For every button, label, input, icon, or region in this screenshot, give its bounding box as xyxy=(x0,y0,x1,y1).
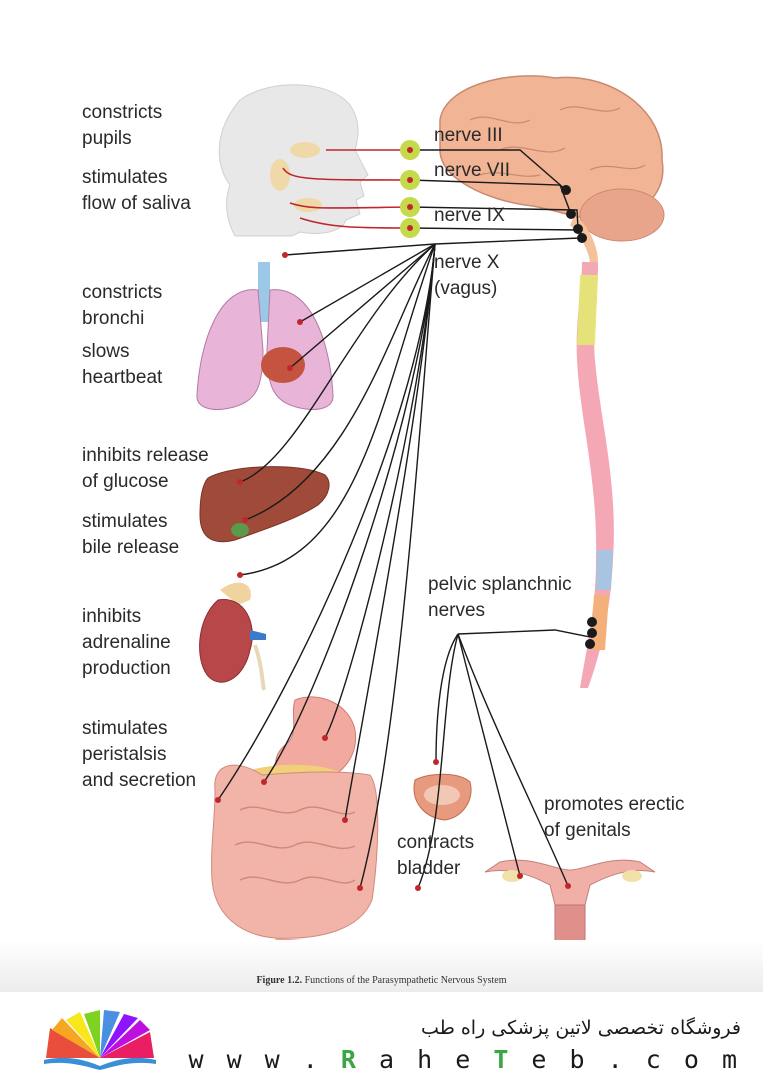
url-end: e b . c o m xyxy=(512,1045,741,1074)
liver-illustration xyxy=(199,466,330,543)
nerve-roots xyxy=(561,185,597,649)
bladder-illustration xyxy=(413,773,472,821)
url-r: R xyxy=(340,1045,360,1074)
caption-text: Functions of the Parasympathetic Nervous… xyxy=(304,975,507,986)
label-nerve-iii: nerve III xyxy=(434,125,503,146)
label-nerve-vii: nerve VII xyxy=(434,160,511,181)
url-mid: a h e xyxy=(359,1045,494,1074)
ganglia xyxy=(400,140,420,238)
figure-caption: Figure 1.2. Functions of the Parasympath… xyxy=(0,975,763,986)
target-terminals xyxy=(215,252,571,891)
kidney-illustration xyxy=(199,582,266,691)
digestive-illustration xyxy=(211,696,379,962)
red-fibers xyxy=(282,149,411,229)
genitals-illustration xyxy=(484,859,656,951)
book-logo-icon xyxy=(44,1010,156,1070)
caption-prefix: Figure 1.2. xyxy=(256,975,303,986)
url-prefix: w w w . xyxy=(188,1045,322,1074)
url-t: T xyxy=(493,1045,513,1074)
nerve-lines xyxy=(217,149,591,889)
brain-illustration xyxy=(439,75,665,262)
bottom-shade xyxy=(0,940,763,992)
label-nerve-ix: nerve IX xyxy=(434,205,505,226)
footer-website-link[interactable]: w w w . R a h e T e b . c o m xyxy=(188,1045,741,1074)
head-illustration xyxy=(218,84,369,237)
label-nerve-x: nerve X(vagus) xyxy=(434,252,500,299)
lungs-illustration xyxy=(196,262,334,410)
footer-persian-text: فروشگاه تخصصی لاتین پزشکی راه طب xyxy=(421,1017,741,1039)
